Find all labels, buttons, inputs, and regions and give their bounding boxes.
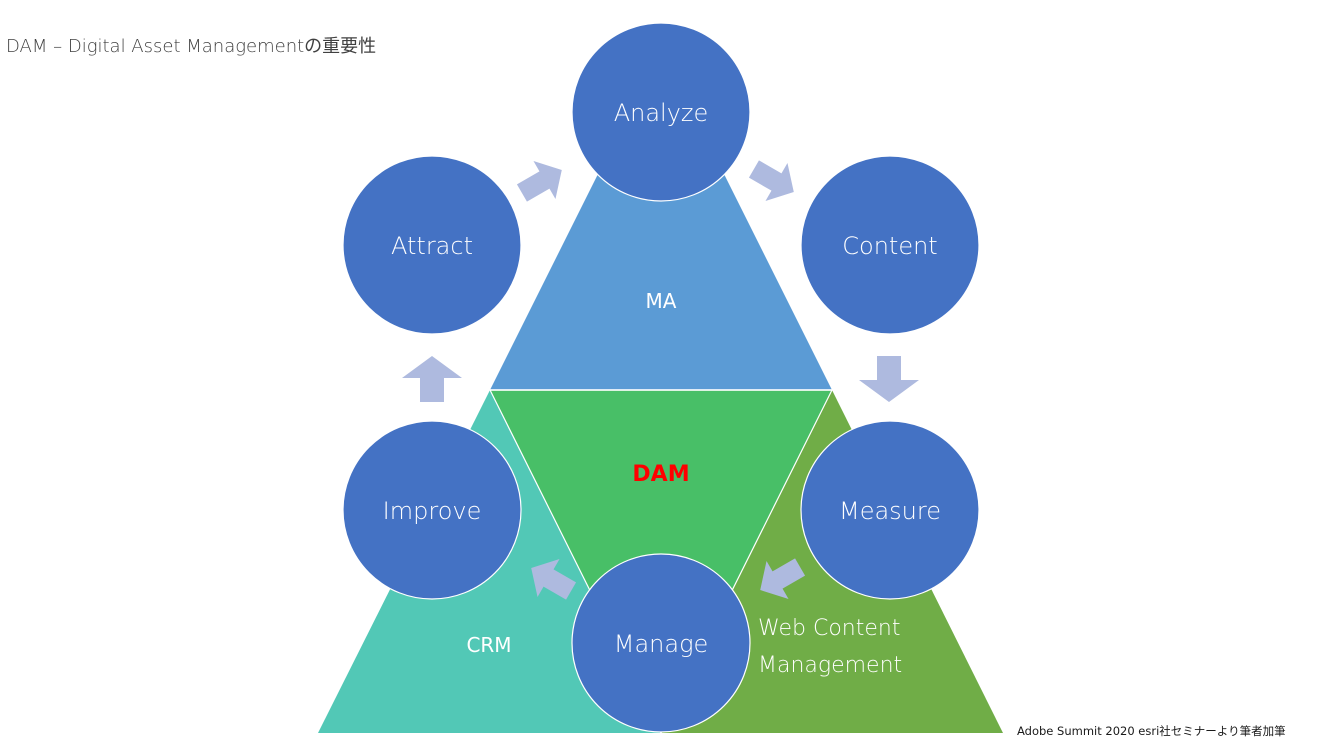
node-content: Content [800, 155, 980, 335]
arrow-analyze-to-content [748, 160, 794, 202]
ma-label: MA [646, 289, 677, 313]
node-content-label: Content [842, 232, 937, 260]
node-improve-label: Improve [383, 497, 482, 525]
dam-label: DAM [632, 462, 689, 487]
arrow-improve-to-attract [402, 356, 462, 402]
node-analyze: Analyze [571, 22, 751, 202]
node-measure: Measure [800, 420, 980, 600]
arrow-left-icon [531, 558, 577, 600]
arrow-content-to-measure [859, 356, 919, 402]
slide-title: DAM – Digital Asset Managementの重要性 [6, 36, 377, 57]
arrow-right-icon [516, 160, 562, 202]
arrow-manage-to-improve [531, 558, 577, 600]
arrow-measure-to-manage [760, 558, 806, 600]
node-analyze-label: Analyze [614, 99, 709, 127]
ma-region [490, 48, 832, 390]
arrow-left-icon [760, 558, 806, 600]
source-credit: Adobe Summit 2020 esri社セミナーより筆者加筆 [1017, 724, 1286, 738]
node-improve: Improve [342, 420, 522, 600]
arrow-attract-to-analyze [516, 160, 562, 202]
node-attract-label: Attract [391, 232, 473, 260]
node-measure-label: Measure [839, 497, 941, 525]
node-attract: Attract [342, 155, 522, 335]
node-manage: Manage [571, 553, 751, 733]
arrow-up-icon [402, 356, 462, 402]
crm-label: CRM [466, 633, 511, 657]
arrow-right-icon [748, 160, 794, 202]
wcm-label-line2: Management [758, 653, 902, 678]
wcm-label-line1: Web Content [758, 616, 900, 641]
arrow-down-icon [859, 356, 919, 402]
node-manage-label: Manage [614, 630, 709, 658]
